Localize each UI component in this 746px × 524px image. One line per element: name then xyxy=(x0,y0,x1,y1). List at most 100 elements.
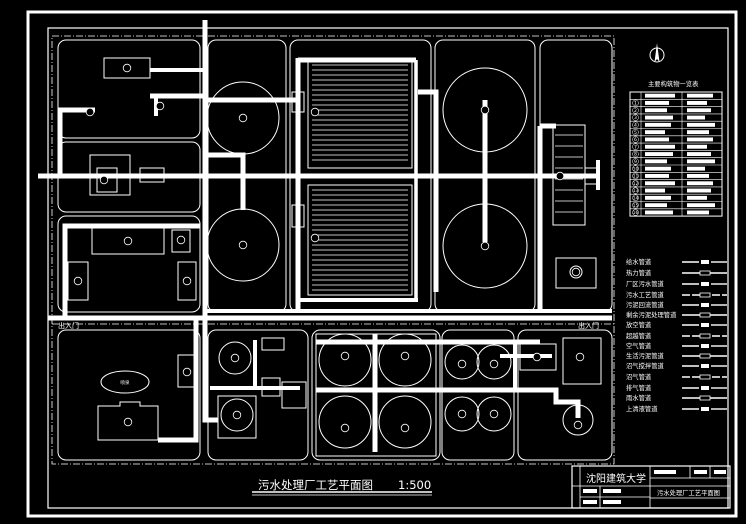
table-cell-text-block xyxy=(687,174,709,178)
equipment-box xyxy=(171,229,191,253)
table-cell-text-block xyxy=(645,210,673,215)
row-number-circle xyxy=(632,180,639,187)
pipe-legend-label: 放空管道 xyxy=(626,320,652,329)
pipe-legend-label: 上清液管道 xyxy=(626,404,658,413)
row-number-circle xyxy=(632,114,639,121)
pipe-legend-symbol xyxy=(701,344,709,348)
pipe-legend-label: 沼气管道 xyxy=(626,372,652,381)
table-cell-text-block xyxy=(687,152,711,156)
pipe-legend-label: 生活污泥管道 xyxy=(626,351,664,360)
row-number: 2 xyxy=(634,108,637,114)
table-cell-text-block xyxy=(645,174,669,178)
pipe-legend-symbol xyxy=(701,303,709,307)
equipment-box xyxy=(555,257,597,289)
equipment-box xyxy=(562,337,602,385)
table-cell-text-block xyxy=(645,159,667,164)
pipe-legend-symbol xyxy=(701,282,709,286)
structure-number-marker xyxy=(400,423,410,433)
table-cell-text-block xyxy=(687,101,707,105)
structure-number-marker xyxy=(310,233,320,243)
table-outline xyxy=(629,91,723,217)
outer-border xyxy=(26,10,738,518)
structure-number-marker xyxy=(489,409,499,419)
table-cell-text-block xyxy=(645,101,669,105)
equipment-box xyxy=(177,261,197,301)
table-cell-text-block xyxy=(687,159,715,164)
drawing-frame xyxy=(26,10,738,518)
circular-tank xyxy=(318,333,372,387)
title-block-institution: 沈阳建筑大学 xyxy=(586,472,646,485)
table-cell-text-block xyxy=(687,93,713,98)
structure-number-marker xyxy=(85,107,95,117)
table-cell-text-block xyxy=(687,144,707,149)
row-number-circle xyxy=(632,201,639,209)
equipment-box xyxy=(217,395,257,439)
table-cell-text-block xyxy=(645,144,675,149)
north-arrow-icon xyxy=(649,43,665,63)
structure-number-marker xyxy=(340,351,350,361)
structure-number-marker xyxy=(182,367,192,377)
structure-number-marker xyxy=(457,359,467,369)
table-cell-text-block xyxy=(687,115,705,120)
equipment-box xyxy=(96,167,118,193)
row-number: 15 xyxy=(633,203,639,209)
circular-tank xyxy=(220,398,254,432)
table-cell-text-block xyxy=(645,195,671,200)
title-block-text-block xyxy=(583,500,597,504)
table-cell-text-block xyxy=(687,137,713,142)
circular-tank xyxy=(569,265,583,279)
title-block: 沈阳建筑大学 污水处理厂工艺平面图 xyxy=(571,465,731,509)
table-cell-text-block xyxy=(687,188,711,193)
row-number: 3 xyxy=(634,115,637,121)
pipe-legend: 给水管道热力管道厂区污水管道污水工艺管道污泥回流管道剩余污泥处理管道放空管道超越… xyxy=(626,257,727,413)
table-cell-text-block xyxy=(687,181,713,186)
structure-number-marker xyxy=(457,409,467,419)
row-number-circle xyxy=(632,172,639,180)
structure-markers xyxy=(73,63,585,433)
pipe-legend-symbol xyxy=(701,364,709,368)
structure-number-marker xyxy=(555,171,565,181)
structure-number-marker xyxy=(176,235,186,245)
table-cell-text-block xyxy=(687,195,707,200)
pipe-line xyxy=(62,223,200,318)
pipe-legend-symbol xyxy=(699,353,711,359)
structure-number-marker xyxy=(573,420,583,430)
structure-number-marker xyxy=(575,352,585,362)
pipe-line xyxy=(57,107,95,176)
row-number: 14 xyxy=(633,195,639,201)
row-number-circle xyxy=(632,158,639,165)
row-number: 10 xyxy=(633,166,639,172)
pipe-legend-symbol xyxy=(701,323,709,327)
row-number: 13 xyxy=(633,188,639,194)
row-number: 8 xyxy=(634,152,637,158)
table-cell-text-block xyxy=(645,152,673,156)
structure-number-marker xyxy=(123,417,133,427)
fountain-outline xyxy=(100,370,150,394)
table-cell-text-block xyxy=(645,188,665,193)
circular-tank xyxy=(378,395,432,449)
site-zone-block xyxy=(57,39,201,139)
title-block-drawing-name: 污水处理厂工艺平面图 xyxy=(657,488,720,497)
structure-number-marker xyxy=(99,175,109,185)
title-block-outline xyxy=(571,465,731,509)
row-number-circle xyxy=(632,143,639,150)
structure-number-marker xyxy=(480,105,490,115)
row-number-circle xyxy=(632,194,639,202)
structures xyxy=(67,57,602,457)
row-number-circle xyxy=(632,128,639,136)
structure-number-marker xyxy=(182,276,192,286)
site-zone-block xyxy=(57,329,201,461)
table-cell-text-block xyxy=(687,130,709,135)
table-cell-text-block xyxy=(645,93,675,98)
table-cell-text-block xyxy=(687,122,715,127)
equipment-box xyxy=(261,337,285,351)
structure-number-marker xyxy=(310,107,320,117)
pipe-legend-symbol xyxy=(701,407,709,411)
table-cell-text-block xyxy=(645,166,671,171)
pipe-legend-label: 空气管道 xyxy=(626,341,652,350)
circular-tank xyxy=(444,396,480,432)
structure-number-marker xyxy=(155,101,165,111)
row-number: 7 xyxy=(634,144,637,150)
row-number-circle xyxy=(632,209,639,216)
table-cell-text-block xyxy=(645,108,667,113)
